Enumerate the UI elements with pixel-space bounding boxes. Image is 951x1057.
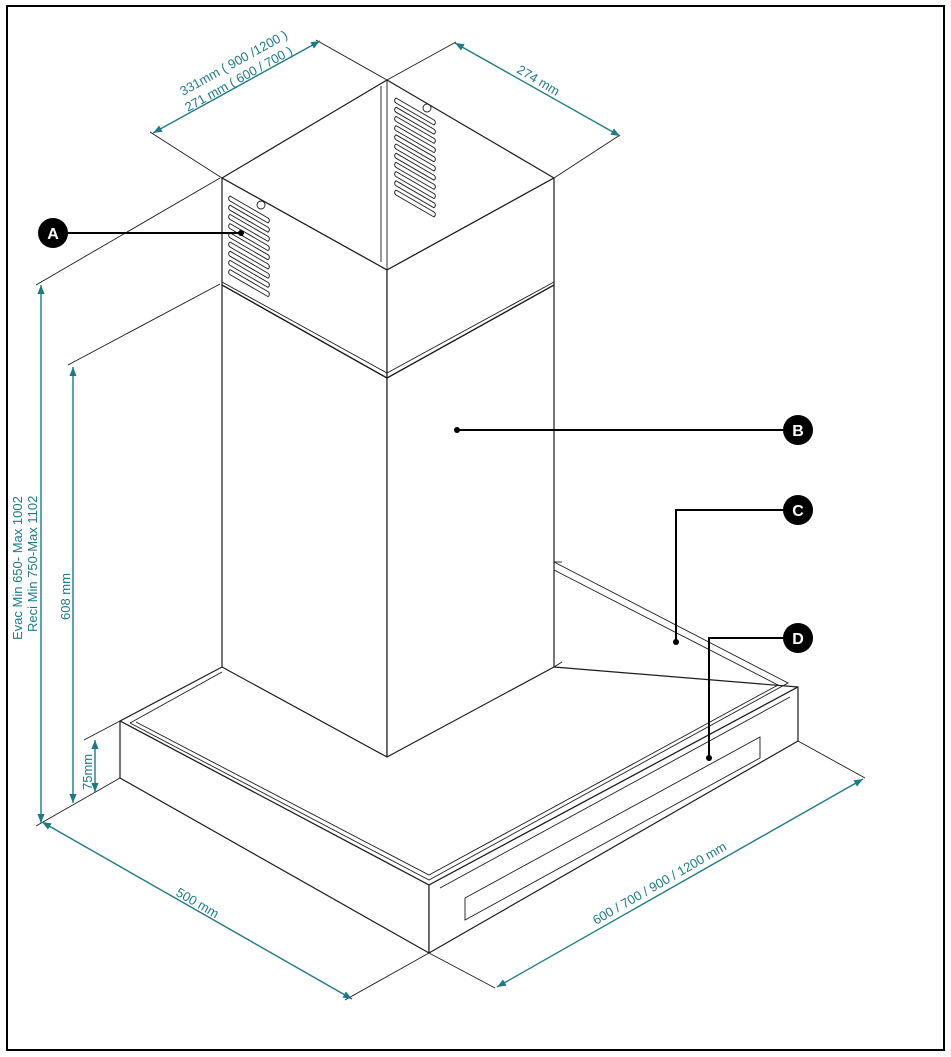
vent-slot — [394, 106, 436, 135]
vent-slot — [228, 204, 270, 233]
vent-slot — [228, 195, 270, 224]
callout-badge — [783, 623, 813, 653]
callout-letter: A — [47, 226, 59, 243]
vent-slot — [228, 269, 270, 298]
dim-hood-depth — [41, 821, 353, 1000]
vent-slot — [228, 213, 270, 242]
vent-slot — [228, 223, 270, 252]
vent-slot — [228, 232, 270, 261]
vent-slot — [394, 115, 436, 144]
vent-slot — [394, 171, 436, 200]
vent-slots-left — [228, 195, 270, 298]
vent-slot — [394, 143, 436, 172]
hood-width-label: 600 / 700 / 900 / 1200 mm — [590, 839, 729, 928]
vent-slot — [394, 180, 436, 209]
vent-slot — [394, 125, 436, 154]
vent-slot — [228, 250, 270, 279]
callout-badge — [38, 218, 68, 248]
screw-icon — [256, 200, 266, 210]
callout-d: D — [706, 623, 813, 761]
total-height-label-1: Evac Min 650- Max 1002 — [10, 496, 25, 640]
diagram-frame — [6, 5, 945, 1051]
vent-slot — [394, 161, 436, 190]
callout-b: B — [454, 415, 813, 445]
canopy-height-label: 75mm — [80, 754, 95, 790]
vent-slot — [394, 189, 436, 218]
dim-hood-width — [496, 778, 864, 988]
lower-chimney — [221, 284, 563, 758]
upper-chimney — [221, 79, 555, 379]
screw-icon — [422, 103, 432, 113]
callout-a: A — [38, 218, 244, 248]
hood-depth-label: 500 mm — [174, 885, 222, 921]
callout-letter: B — [792, 423, 804, 440]
vent-slot — [394, 134, 436, 163]
chimney-height-label: 608 mm — [58, 573, 73, 620]
callout-badge — [783, 415, 813, 445]
callout-letter: D — [792, 631, 804, 648]
total-height-label-2: Reci Min 750-Max 1102 — [25, 496, 40, 632]
callout-letter: C — [792, 503, 804, 520]
dim-chimney-depth — [454, 42, 621, 137]
vent-slot — [228, 259, 270, 288]
callout-c: C — [673, 495, 813, 645]
vent-slots-right — [394, 97, 436, 218]
callout-badge — [783, 495, 813, 525]
vent-slot — [394, 97, 436, 126]
dim-chimney-width — [152, 40, 321, 134]
vent-slot — [394, 152, 436, 181]
dimension-lines — [37, 40, 864, 1000]
vent-slot — [228, 241, 270, 270]
reference-lines — [35, 39, 866, 1001]
